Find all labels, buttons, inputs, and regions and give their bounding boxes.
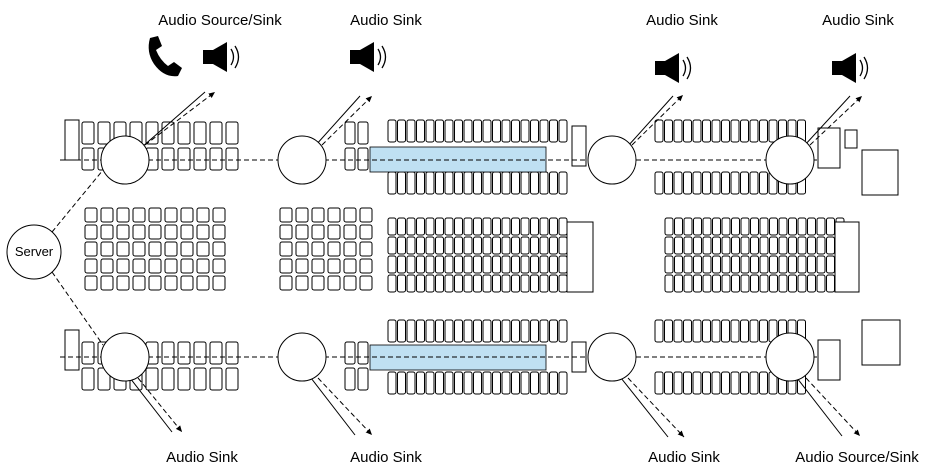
audio-node-top-1: [101, 136, 149, 184]
link-bottom-arrow-4: [806, 378, 860, 436]
audio-node-bottom-1: [101, 333, 149, 381]
seats-center-economy-a: [388, 218, 567, 292]
label-bottom-2: Audio Sink: [350, 449, 422, 466]
link-server-top: [52, 170, 103, 232]
speaker-icon: [203, 42, 239, 72]
label-bottom-1: Audio Sink: [166, 449, 238, 466]
seats-top-mid: [345, 122, 368, 170]
seats-center-economy-b: [665, 218, 844, 292]
audio-node-bottom-4: [766, 333, 814, 381]
phone-icon: [149, 36, 182, 76]
connector-8: [797, 378, 842, 436]
label-top-4: Audio Sink: [822, 12, 894, 29]
labels-top: Audio Source/Sink Audio Sink Audio Sink …: [158, 12, 894, 29]
label-top-3: Audio Sink: [646, 12, 718, 29]
seats-center-mid: [280, 208, 372, 290]
audio-node-bottom-2: [278, 333, 326, 381]
audio-node-top-3: [588, 136, 636, 184]
audio-node-top-2: [278, 136, 326, 184]
speaker-icon: [655, 53, 691, 83]
link-bottom-arrow-1: [138, 378, 182, 432]
speaker-icon: [350, 42, 386, 72]
label-bottom-4: Audio Source/Sink: [795, 449, 919, 466]
server-label: Server: [15, 244, 54, 259]
label-bottom-3: Audio Sink: [648, 449, 720, 466]
labels-bottom: Audio Sink Audio Sink Audio Sink Audio S…: [166, 449, 919, 466]
audio-node-bottom-3: [588, 333, 636, 381]
audio-node-top-4: [766, 136, 814, 184]
device-icons: [149, 36, 868, 83]
seats-bottom-mid: [345, 342, 368, 390]
seats-center-forward: [85, 208, 225, 290]
label-top-2: Audio Sink: [350, 12, 422, 29]
speaker-icon: [832, 53, 868, 83]
server-node: Server: [7, 225, 61, 279]
label-top-1: Audio Source/Sink: [158, 12, 282, 29]
